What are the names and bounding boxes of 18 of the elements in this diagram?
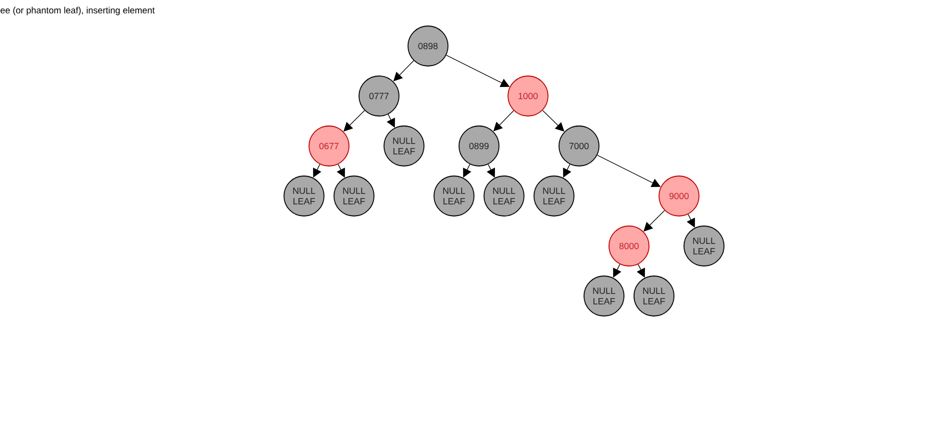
- tree-node: NULL LEAF: [534, 176, 574, 216]
- tree-node: NULL LEAF: [634, 276, 674, 316]
- tree-node: 0898: [408, 26, 448, 66]
- tree-node: NULL LEAF: [684, 226, 724, 266]
- tree-node: NULL LEAF: [484, 176, 524, 216]
- tree-node: 1000: [508, 76, 548, 116]
- tree-node: NULL LEAF: [434, 176, 474, 216]
- tree-node: NULL LEAF: [584, 276, 624, 316]
- tree-node: NULL LEAF: [384, 126, 424, 166]
- tree-node: 0899: [458, 126, 500, 166]
- tree-node: 0777: [358, 76, 400, 116]
- tree-node: 9000: [658, 176, 700, 216]
- tree-node: 8000: [608, 226, 650, 266]
- note-text: ee (or phantom leaf), inserting element: [0, 6, 155, 16]
- tree-node: NULL LEAF: [334, 176, 374, 216]
- tree-node: NULL LEAF: [284, 176, 324, 216]
- tree-node: 0677: [308, 126, 350, 166]
- tree-node: 7000: [558, 126, 600, 166]
